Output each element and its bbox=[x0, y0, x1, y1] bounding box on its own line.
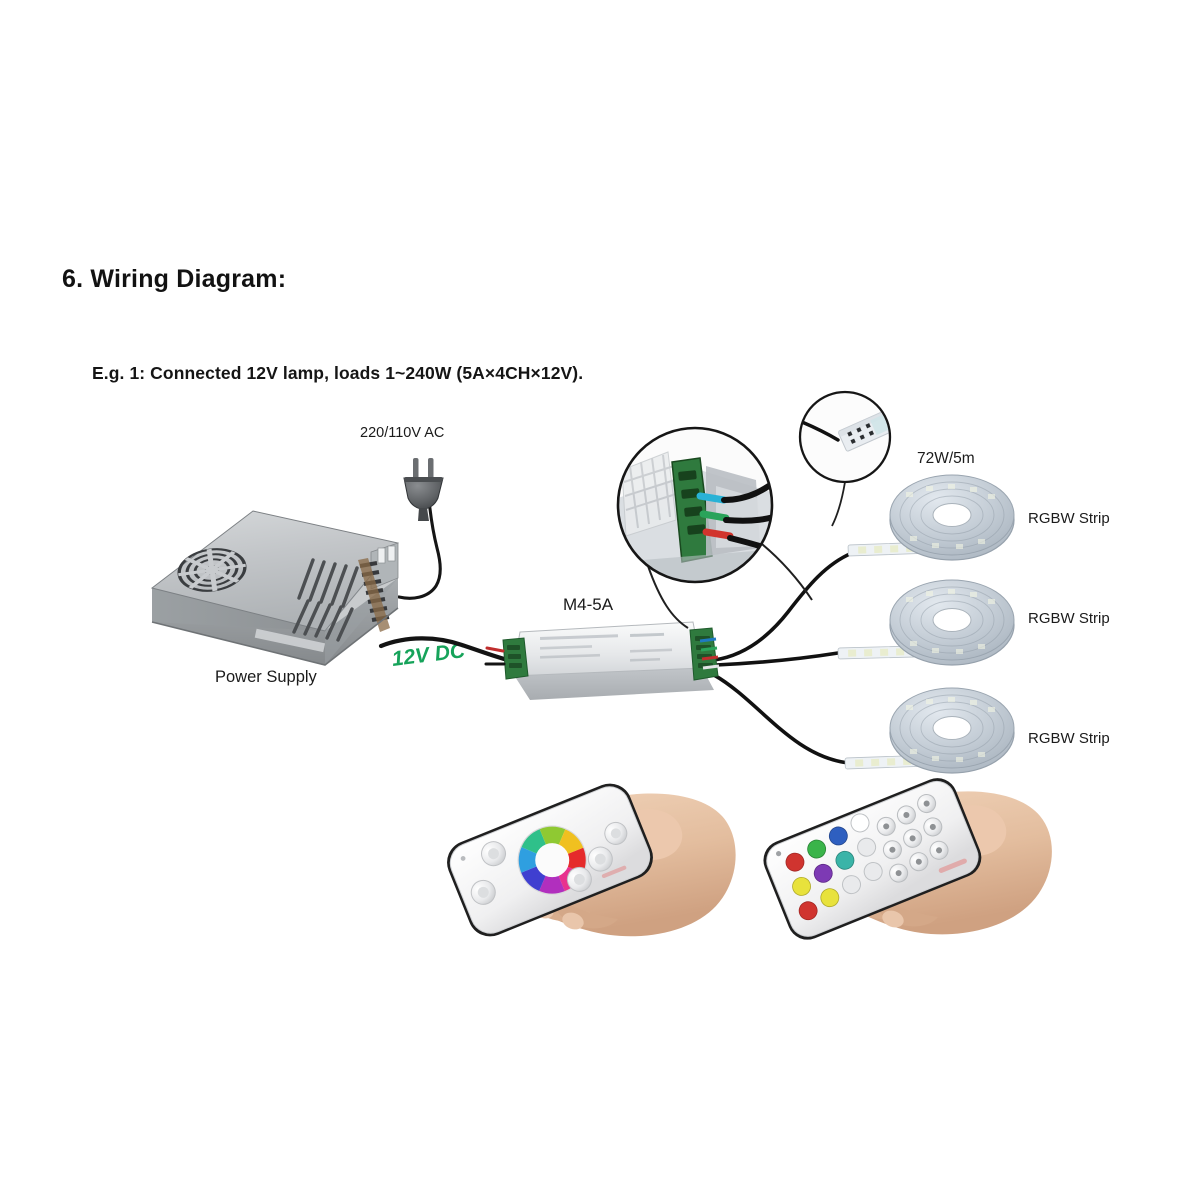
label-ac-input: 220/110V AC bbox=[360, 425, 445, 441]
callout-strip-end bbox=[798, 390, 892, 527]
page-title: 6. Wiring Diagram: bbox=[62, 265, 287, 293]
led-strip-reel-2 bbox=[837, 579, 1015, 666]
remote-touch-buttons[interactable] bbox=[456, 793, 642, 930]
wire-ac-cord bbox=[397, 498, 442, 600]
led-controller bbox=[484, 621, 720, 700]
wire-output-strip-2 bbox=[714, 651, 840, 667]
psu-fan-grille bbox=[177, 548, 247, 592]
label-power-supply: Power Supply bbox=[215, 668, 317, 686]
remote-keypad-with-hand bbox=[763, 778, 1052, 940]
remote-touch bbox=[447, 783, 653, 937]
remote-keypad bbox=[763, 778, 982, 940]
wire-dc-output bbox=[378, 636, 511, 663]
remote-touch-with-hand bbox=[447, 783, 736, 937]
wire-output-strip-3 bbox=[712, 673, 850, 765]
label-strip-power: 72W/5m bbox=[917, 450, 975, 467]
label-rgbw-strip-2: RGBW Strip bbox=[1028, 610, 1110, 627]
keypad-function-buttons[interactable] bbox=[867, 792, 959, 885]
power-supply bbox=[150, 510, 399, 666]
example-caption: E.g. 1: Connected 12V lamp, loads 1~240W… bbox=[92, 363, 584, 383]
color-wheel[interactable] bbox=[508, 816, 597, 905]
label-rgbw-strip-1: RGBW Strip bbox=[1028, 510, 1110, 527]
keypad-color-buttons[interactable] bbox=[773, 811, 895, 922]
controller-input-terminal bbox=[484, 637, 529, 680]
label-controller-model: M4-5A bbox=[563, 595, 614, 614]
led-strip-reel-3 bbox=[844, 687, 1015, 774]
psu-vent-slats-top bbox=[292, 558, 359, 642]
ac-plug bbox=[403, 458, 444, 521]
label-rgbw-strip-3: RGBW Strip bbox=[1028, 730, 1110, 747]
controller-print bbox=[539, 632, 673, 662]
callout-terminal-block bbox=[616, 426, 813, 629]
controller-output-terminal bbox=[689, 627, 720, 681]
led-strip-reel-1 bbox=[847, 474, 1015, 561]
wire-output-strip-1 bbox=[712, 551, 854, 662]
